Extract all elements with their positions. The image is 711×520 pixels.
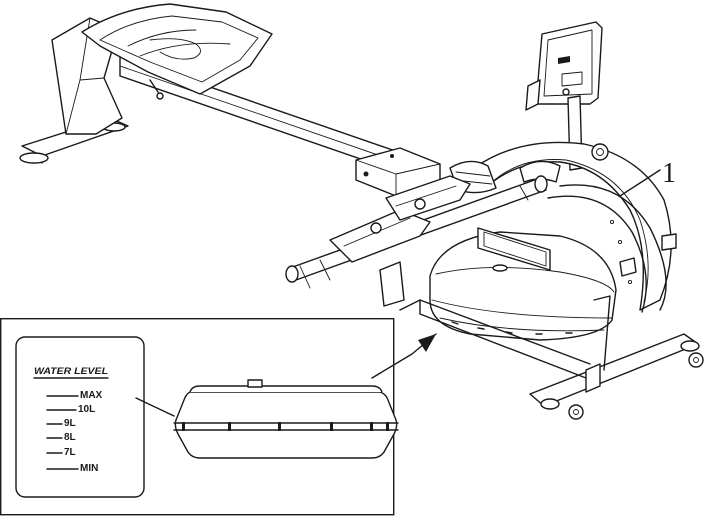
water-level-plate xyxy=(15,336,145,498)
water-level-mark-9l: 9L xyxy=(46,418,76,429)
water-level-title: WATER LEVEL xyxy=(34,366,108,376)
svg-text:MIN: MIN xyxy=(80,463,98,474)
rowing-machine: 1 xyxy=(19,3,704,420)
front-base xyxy=(379,261,704,420)
plate-leader-line xyxy=(135,397,175,417)
water-level-mark-8l: 8L xyxy=(46,432,76,443)
water-level-mark-7l: 7L xyxy=(46,447,76,458)
tank-rivets xyxy=(182,422,389,431)
seat xyxy=(81,3,273,100)
svg-text:7L: 7L xyxy=(64,447,76,458)
footrests xyxy=(329,175,471,263)
detail-inset: WATER LEVEL MAX 10L 9L 8L 7L xyxy=(0,318,437,516)
inset-pointer-arrowhead xyxy=(418,334,436,352)
monitor xyxy=(525,21,603,171)
svg-text:8L: 8L xyxy=(64,432,76,443)
part-callout: 1 xyxy=(619,158,676,197)
svg-text:10L: 10L xyxy=(78,404,95,415)
svg-text:9L: 9L xyxy=(64,418,76,429)
part-number-label: 1 xyxy=(662,158,676,189)
tank-fill-cap xyxy=(247,379,263,388)
drive-housing xyxy=(449,141,677,313)
svg-text:MAX: MAX xyxy=(80,390,103,401)
water-level-mark-min: MIN xyxy=(46,463,98,474)
water-level-mark-10l: 10L xyxy=(46,404,95,415)
tank-detail xyxy=(173,379,399,459)
water-tank xyxy=(429,227,617,341)
water-level-mark-max: MAX xyxy=(46,390,103,401)
water-level-scale: MAX 10L 9L 8L 7L MIN xyxy=(46,390,103,474)
